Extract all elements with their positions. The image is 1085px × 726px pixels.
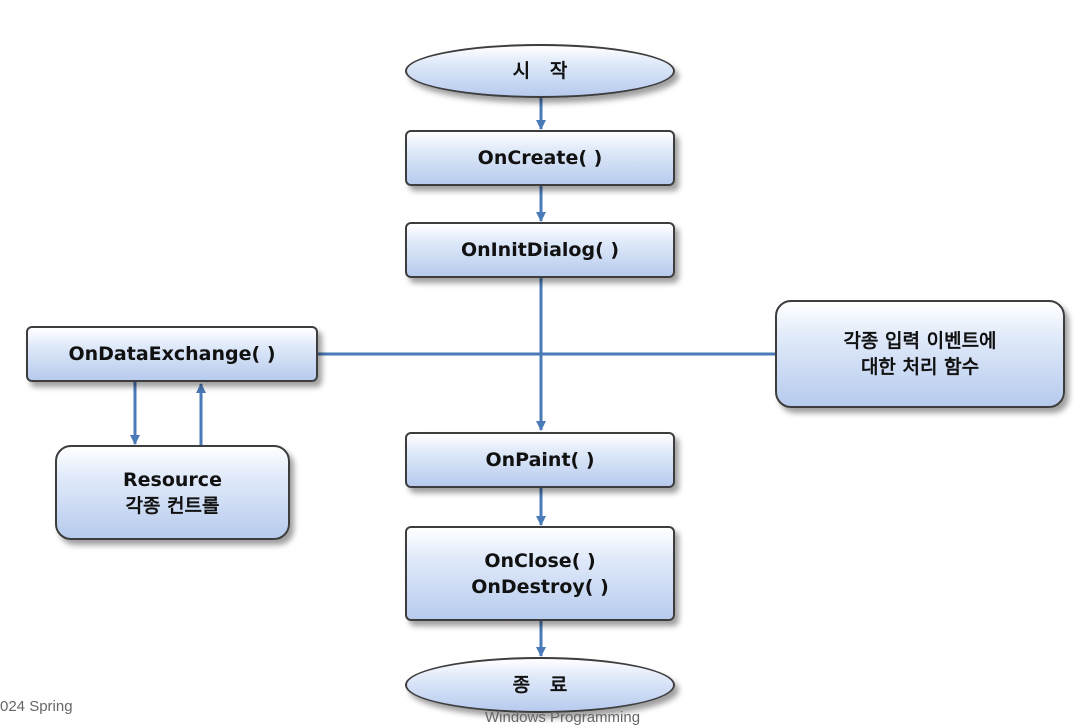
node-oninitdialog-label: OnInitDialog( ) [460,239,620,261]
node-onclose-label: OnClose( ) [484,549,596,572]
node-end: 종 료 [405,657,675,713]
node-ondataexchange: OnDataExchange( ) [26,326,318,382]
node-resource-label: 각종 컨트롤 [125,494,220,517]
node-resource: Resource 각종 컨트롤 [55,445,290,540]
node-oncreate: OnCreate( ) [405,130,675,186]
node-start-label: 시 작 [512,60,568,82]
node-ondataexchange-label: OnDataExchange( ) [68,343,276,365]
node-resource-label: Resource [123,468,222,491]
footer-left-text: 024 Spring [0,698,73,715]
node-onclose-label: OnDestroy( ) [471,575,609,598]
node-events-label: 각종 입력 이벤트에 [843,330,997,352]
node-oninitdialog: OnInitDialog( ) [405,222,675,278]
node-onpaint: OnPaint( ) [405,432,675,488]
node-oncreate-label: OnCreate( ) [477,147,603,169]
node-onpaint-label: OnPaint( ) [485,449,595,471]
node-start: 시 작 [405,44,675,98]
connector-layer [130,98,775,657]
node-events-label: 대한 처리 함수 [860,356,980,378]
node-onclose: OnClose( ) OnDestroy( ) [405,526,675,621]
node-end-label: 종 료 [512,674,568,696]
